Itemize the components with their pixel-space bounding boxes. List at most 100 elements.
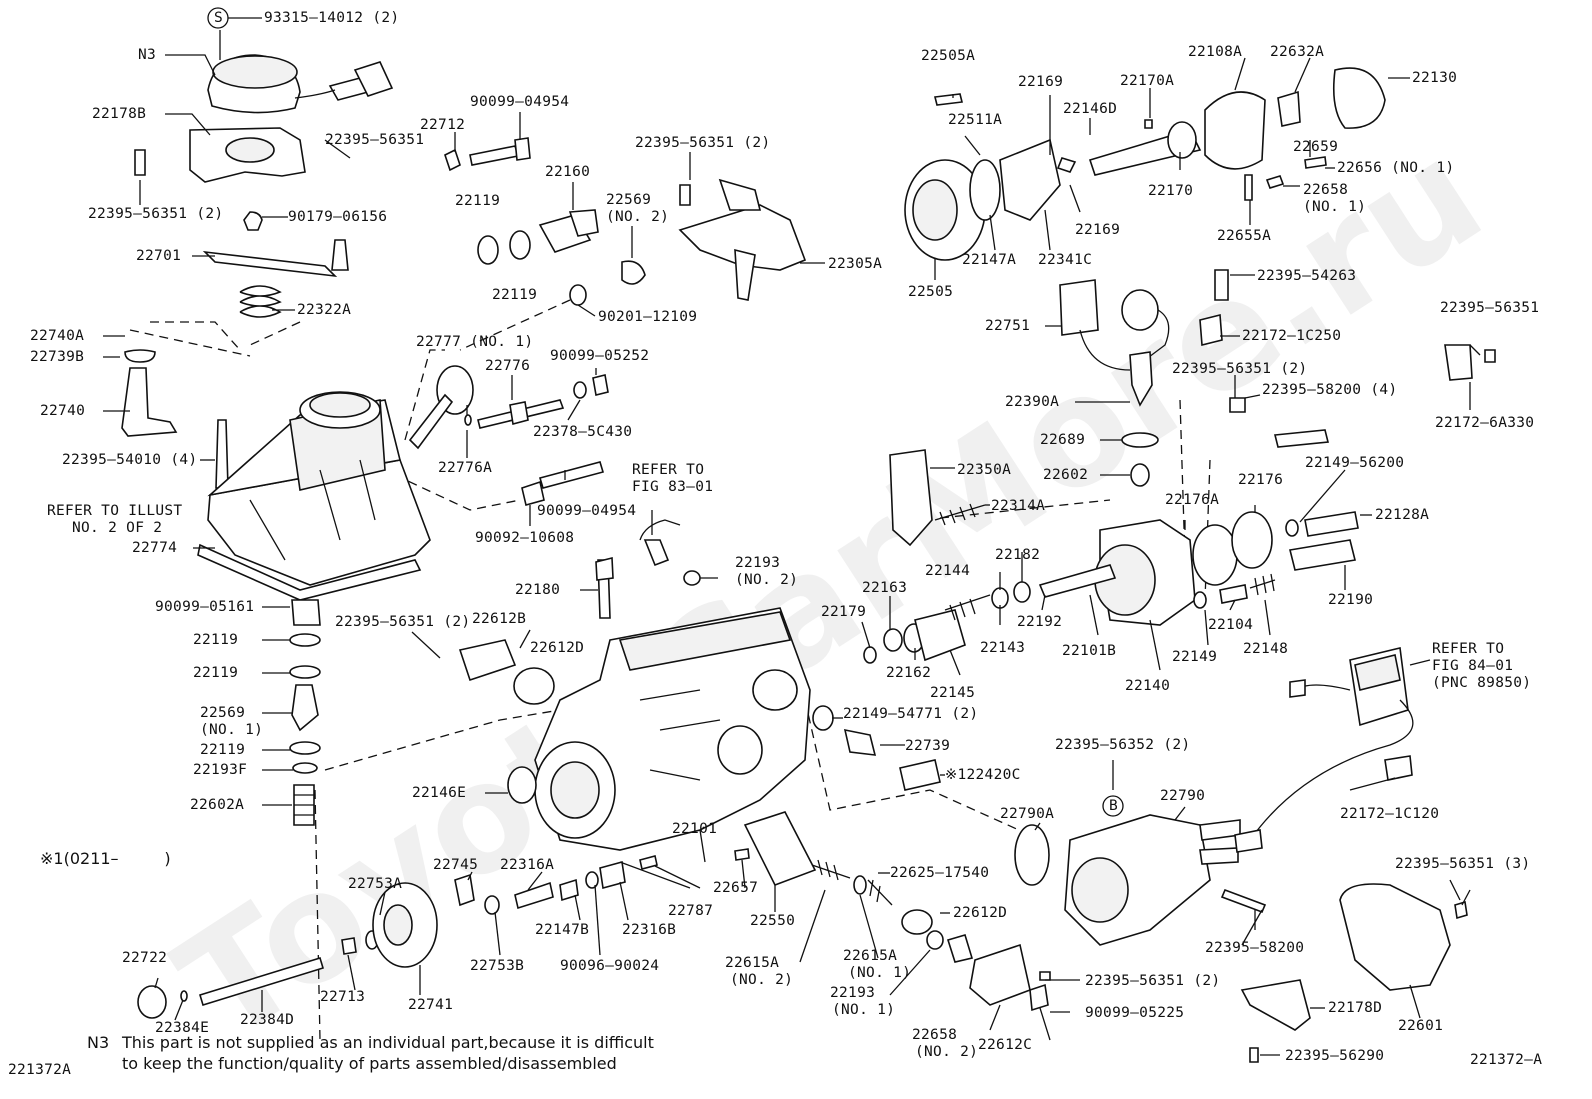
label-22740: 22740 — [40, 403, 86, 419]
label-22163: 22163 — [862, 580, 908, 596]
label-22146E: 22146E — [412, 785, 467, 801]
label-22655A: 22655A — [1217, 228, 1272, 244]
label-90099-04954-b: 90099–04954 — [537, 503, 637, 519]
diagram-id-right: 221372–A — [1470, 1052, 1543, 1068]
label-22160: 22160 — [545, 164, 591, 180]
label-22790A: 22790A — [1000, 806, 1055, 822]
label-22149-54771: 22149–54771 (2) — [843, 706, 979, 722]
label-22176A: 22176A — [1165, 492, 1220, 508]
label-22169-b: 22169 — [1075, 222, 1121, 238]
label-n3: N3 — [138, 47, 157, 63]
label-22569-1: 22569 — [200, 705, 246, 721]
label-22119-b: 22119 — [193, 665, 239, 681]
label-22147B: 22147B — [535, 922, 590, 938]
label-22130: 22130 — [1412, 70, 1458, 86]
label-22777: 22777 (NO. 1) — [416, 334, 534, 350]
label-22395-56351-2d: 22395–56351 (2) — [1172, 361, 1308, 377]
pump-body — [534, 607, 811, 851]
left-column-parts — [289, 599, 321, 826]
label-22149: 22149 — [1172, 649, 1218, 665]
label-90099-04954-a: 90099–04954 — [470, 94, 570, 110]
label-22180: 22180 — [515, 582, 561, 598]
label-22745: 22745 — [433, 857, 479, 873]
label-22615A-1-no: (NO. 1) — [848, 965, 912, 981]
range-note: ※1(0211– ) — [40, 849, 171, 868]
label-22172-1C250: 22172–1C250 — [1242, 328, 1342, 344]
label-22170: 22170 — [1148, 183, 1194, 199]
harness-right — [1234, 647, 1414, 853]
label-22316A: 22316A — [500, 857, 555, 873]
label-22632A: 22632A — [1270, 44, 1325, 60]
label-refer84-3: (PNC 89850) — [1432, 675, 1532, 691]
label-22162: 22162 — [886, 665, 932, 681]
label-22395-56351-2: 22395–56351 (2) — [88, 206, 224, 222]
label-22341C: 22341C — [1038, 252, 1093, 268]
label-22147A: 22147A — [962, 252, 1017, 268]
label-22790: 22790 — [1160, 788, 1206, 804]
label-22101: 22101 — [672, 821, 718, 837]
s-mark-circle — [207, 7, 229, 29]
distributor-head — [1038, 511, 1359, 626]
label-22625: 22625–17540 — [890, 865, 990, 881]
label-refer83-1: REFER TO — [632, 462, 705, 478]
label-22776: 22776 — [485, 358, 531, 374]
label-22740A: 22740A — [30, 328, 85, 344]
label-22145: 22145 — [930, 685, 976, 701]
label-22612D-a: 22612D — [530, 640, 585, 656]
label-22179: 22179 — [821, 604, 867, 620]
label-22612C: 22612C — [978, 1037, 1033, 1053]
label-22190: 22190 — [1328, 592, 1374, 608]
label-22689: 22689 — [1040, 432, 1086, 448]
label-22787: 22787 — [668, 903, 714, 919]
label-22119-c: 22119 — [200, 742, 246, 758]
label-22350A: 22350A — [957, 462, 1012, 478]
label-22395-58200-4: 22395–58200 (4) — [1262, 382, 1398, 398]
leader-lines — [103, 17, 1481, 1056]
label-22505: 22505 — [908, 284, 954, 300]
label-22569-2: 22569 — [606, 192, 652, 208]
label-22395-56351-r: 22395–56351 — [1440, 300, 1540, 316]
label-22146D: 22146D — [1063, 101, 1118, 117]
label-90099-05161: 90099–05161 — [155, 599, 255, 615]
label-22753B: 22753B — [470, 958, 525, 974]
label-22612D-b: 22612D — [953, 905, 1008, 921]
label-22172-6A330: 22172–6A330 — [1435, 415, 1535, 431]
label-22395-56351-3: 22395–56351 (3) — [1395, 856, 1531, 872]
label-22172-1C120: 22172–1C120 — [1340, 806, 1440, 822]
label-22395-56351-2b: 22395–56351 (2) — [635, 135, 771, 151]
housing-upper — [197, 391, 431, 601]
label-22390A: 22390A — [1005, 394, 1060, 410]
label-22378: 22378–5C430 — [533, 424, 633, 440]
label-122420C: ※122420C — [945, 767, 1021, 783]
label-22119-d: 22119 — [455, 193, 501, 209]
label-22739: 22739 — [905, 738, 951, 754]
label-22776A: 22776A — [438, 460, 493, 476]
label-90179: 90179–06156 — [288, 209, 388, 225]
label-22615A-2: 22615A — [725, 955, 780, 971]
label-22395-54010: 22395–54010 (4) — [62, 452, 198, 468]
label-22395-56351: 22395–56351 — [325, 132, 425, 148]
label-22722: 22722 — [122, 950, 168, 966]
label-22193-1: 22193 — [830, 985, 876, 1001]
label-22104: 22104 — [1208, 617, 1254, 633]
footnote-mark: N3 — [87, 1033, 110, 1052]
label-22193F: 22193F — [193, 762, 248, 778]
label-refer-illust-2: NO. 2 OF 2 — [72, 520, 163, 536]
label-22656: 22656 (NO. 1) — [1337, 160, 1455, 176]
label-22193-2-no: (NO. 2) — [735, 572, 799, 588]
label-22128A: 22128A — [1375, 507, 1430, 523]
label-22739B: 22739B — [30, 349, 85, 365]
label-22322A: 22322A — [297, 302, 352, 318]
label-22384D: 22384D — [240, 1012, 295, 1028]
label-22615A-2-no: (NO. 2) — [730, 972, 794, 988]
label-22119-e: 22119 — [492, 287, 538, 303]
label-22741: 22741 — [408, 997, 454, 1013]
label-90099-05252: 90099–05252 — [550, 348, 650, 364]
label-22176: 22176 — [1238, 472, 1284, 488]
label-refer-illust-1: REFER TO ILLUST — [47, 503, 183, 519]
label-22178B: 22178B — [92, 106, 147, 122]
label-22511A: 22511A — [948, 112, 1003, 128]
diagram-id: 221372A — [8, 1062, 72, 1078]
label-22774: 22774 — [132, 540, 178, 556]
s-mark: S — [214, 10, 224, 26]
